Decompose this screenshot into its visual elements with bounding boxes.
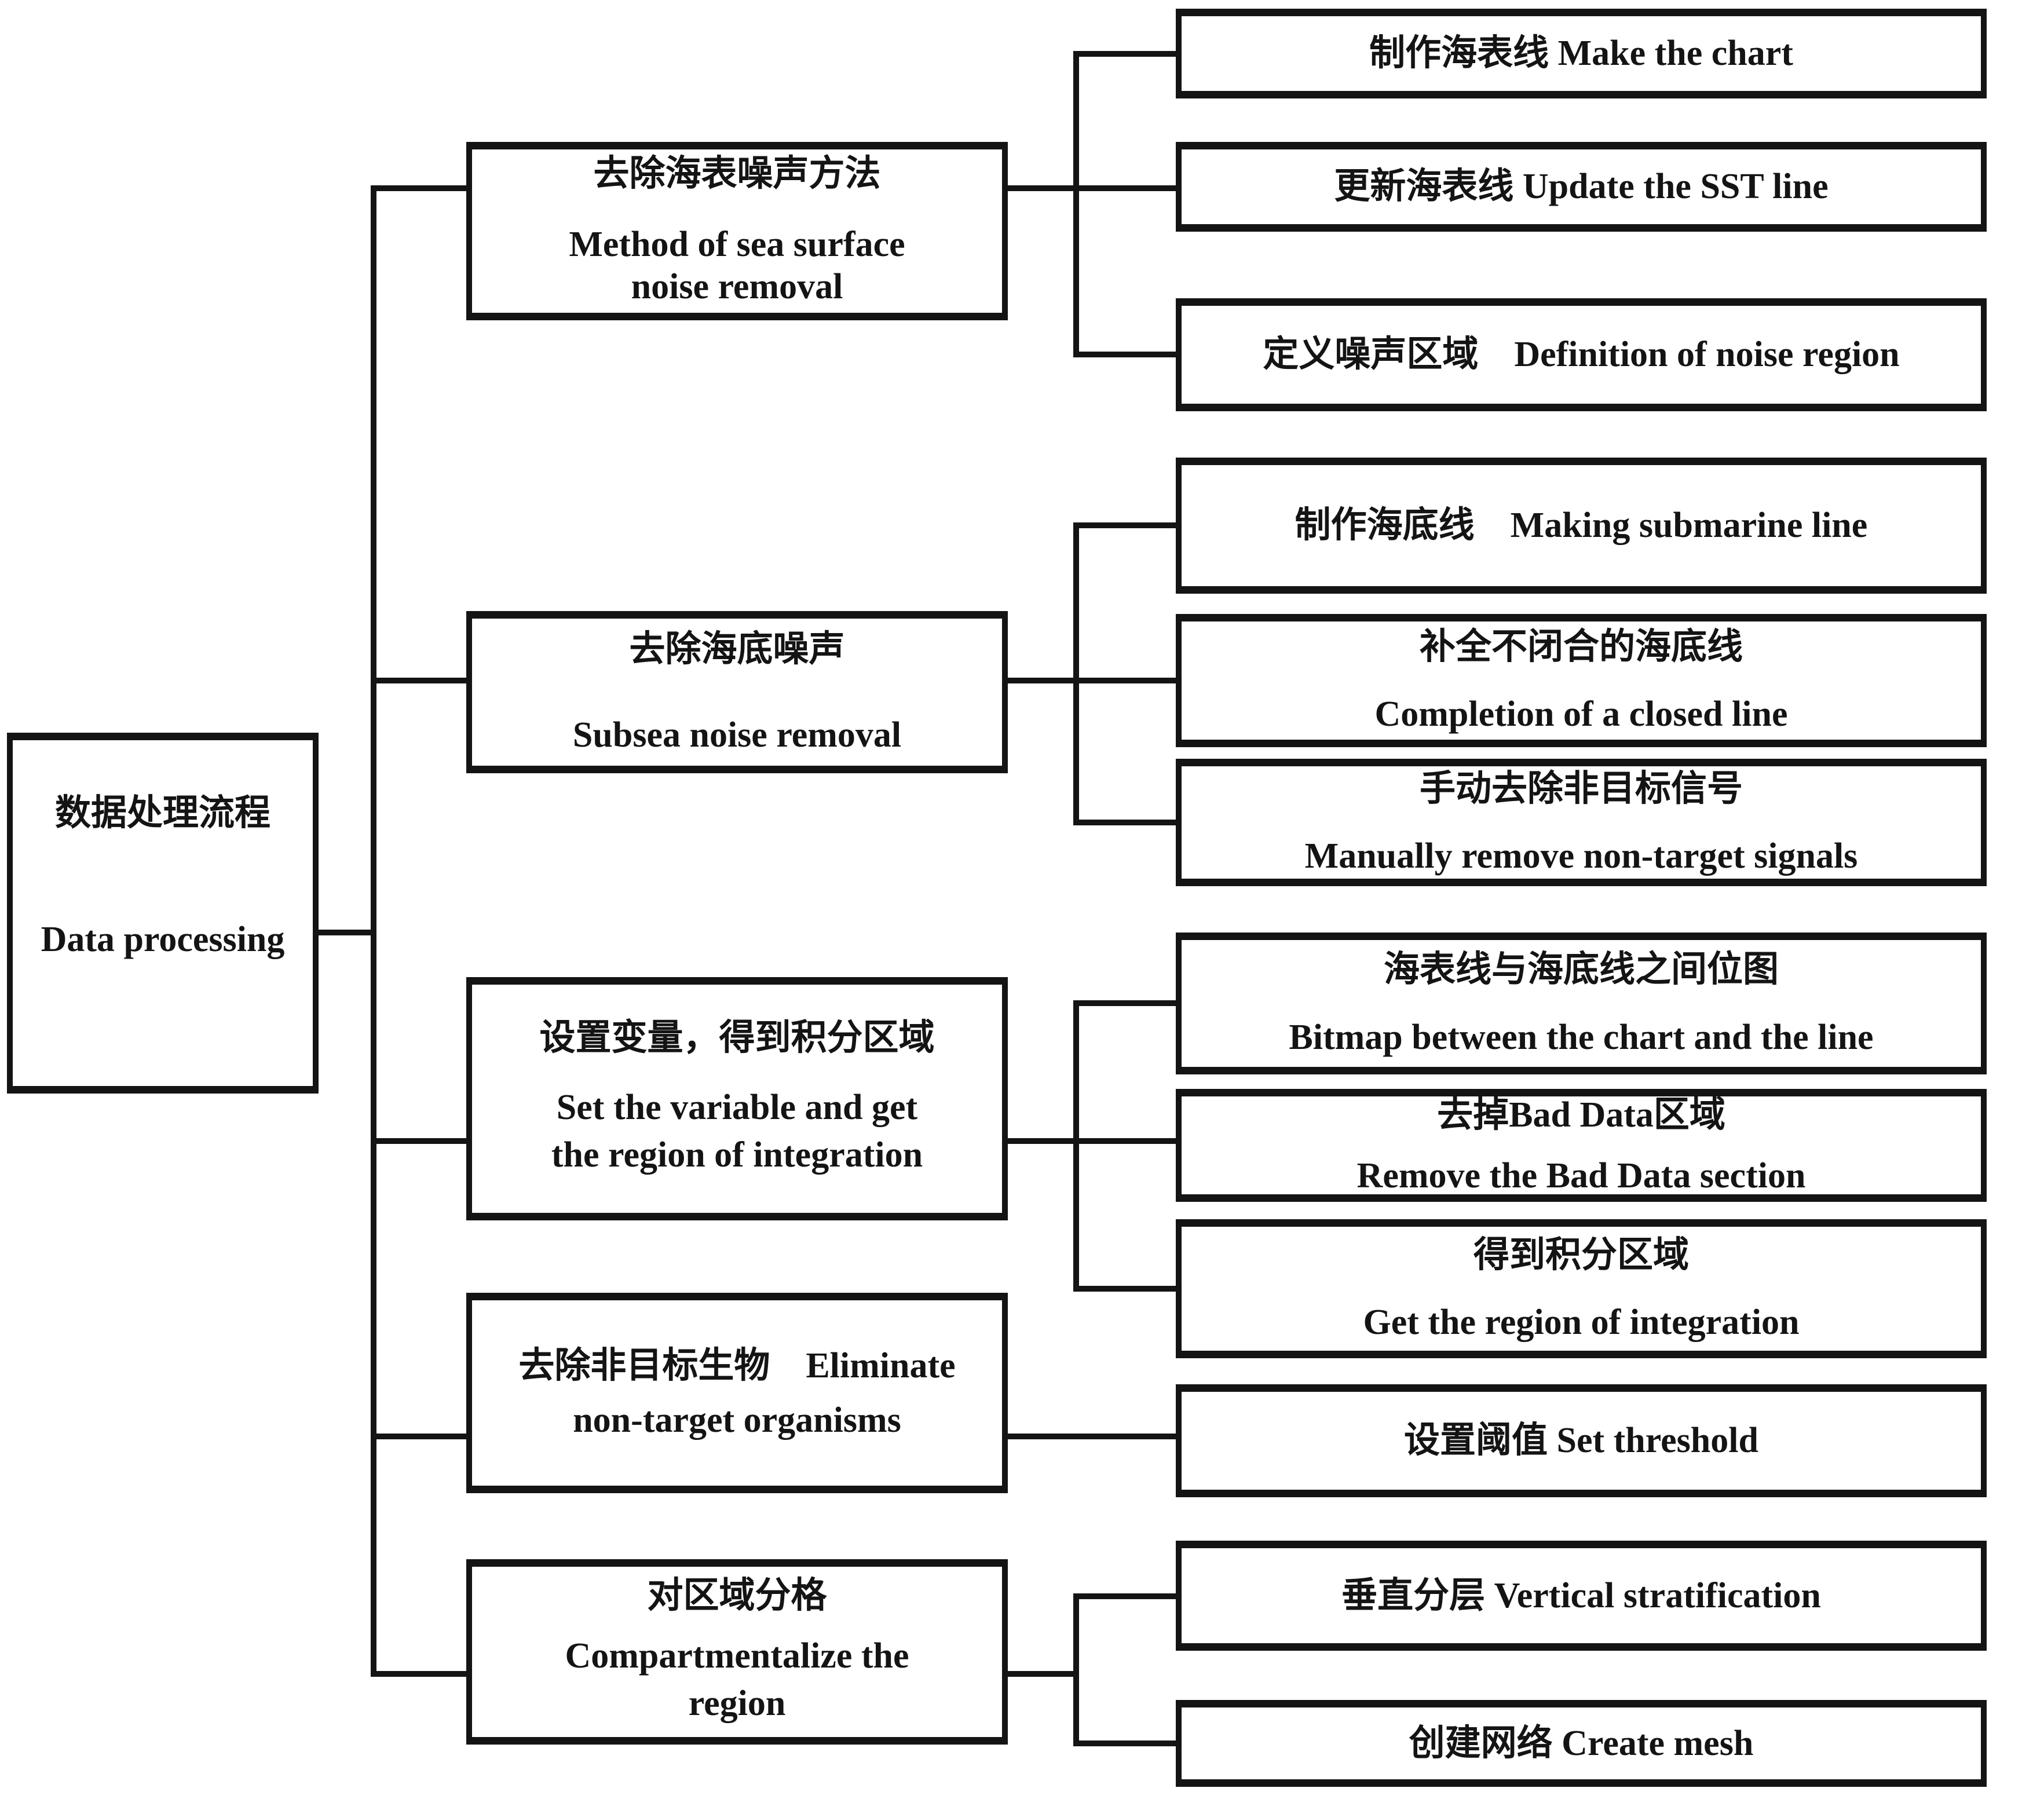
connector-trunk-to-branch-5 — [371, 1671, 469, 1677]
node-text-en: Get the region of integration — [1363, 1303, 1800, 1342]
connector-group-5-to-leaf-11 — [1073, 1593, 1176, 1599]
connector-branch-1-to-leaf-2 — [1005, 185, 1176, 191]
connector-group-3-to-leaf-7 — [1073, 1000, 1176, 1006]
node-text: 设置阈值 Set threshold — [1403, 1421, 1758, 1461]
connector-branch-3-to-leaf-8 — [1005, 1138, 1176, 1144]
node-text: 更新海表线 Update the SST line — [1334, 167, 1829, 207]
connector-group-3-trunk — [1073, 1000, 1079, 1292]
branch-node-set-variable-integration: 设置变量，得到积分区域 Set the variable and get the… — [466, 977, 1008, 1220]
connector-left-trunk — [371, 185, 376, 1677]
node-text-en: Compartmentalize the — [565, 1636, 909, 1676]
node-text-en: the region of integration — [551, 1135, 923, 1175]
node-text-zh: 对区域分格 — [647, 1576, 827, 1616]
node-text-en: noise removal — [631, 267, 843, 307]
node-text-en: Set the variable and get — [556, 1088, 918, 1128]
branch-node-compartmentalize-region: 对区域分格 Compartmentalize the region — [466, 1559, 1008, 1745]
connector-group-3-to-leaf-9 — [1073, 1286, 1176, 1292]
node-text-en: Bitmap between the chart and the line — [1289, 1017, 1874, 1057]
node-text-en: non-target organisms — [573, 1401, 901, 1440]
node-text-zh: 手动去除非目标信号 — [1419, 769, 1743, 809]
node-text: 制作海底线 Making submarine line — [1295, 506, 1868, 546]
connector-branch-2-to-leaf-5 — [1005, 678, 1176, 683]
leaf-node-make-the-chart: 制作海表线 Make the chart — [1176, 9, 1987, 98]
leaf-node-vertical-stratification: 垂直分层 Vertical stratification — [1176, 1541, 1987, 1651]
connector-trunk-to-branch-2 — [371, 678, 469, 683]
connector-group-1-to-leaf-1 — [1073, 51, 1176, 57]
node-text-zh: 设置变量，得到积分区域 — [539, 1018, 935, 1058]
node-text-en: Remove the Bad Data section — [1356, 1156, 1806, 1195]
node-text-en: Subsea noise removal — [572, 715, 902, 755]
node-text: 垂直分层 Vertical stratification — [1341, 1575, 1821, 1615]
leaf-node-making-submarine-line: 制作海底线 Making submarine line — [1176, 458, 1987, 594]
node-text-en-group: Compartmentalize the region — [565, 1633, 909, 1728]
node-text-zh: 补全不闭合的海底线 — [1419, 627, 1743, 667]
leaf-node-set-threshold: 设置阈值 Set threshold — [1176, 1384, 1987, 1497]
node-text-en-group: Method of sea surface noise removal — [569, 224, 905, 308]
node-text-zh: 去除非目标生物 Eliminate — [518, 1345, 956, 1385]
connector-group-5-trunk — [1073, 1593, 1079, 1746]
root-node-data-processing: 数据处理流程 Data processing — [7, 733, 319, 1094]
leaf-node-remove-bad-data-section: 去掉Bad Data区域 Remove the Bad Data section — [1176, 1089, 1987, 1202]
leaf-node-create-mesh: 创建网络 Create mesh — [1176, 1700, 1987, 1787]
connector-branch-5-to-trunk — [1005, 1671, 1079, 1677]
connector-group-2-trunk — [1073, 522, 1079, 825]
connector-root-to-trunk — [319, 930, 376, 935]
leaf-node-bitmap-between-chart-line: 海表线与海底线之间位图 Bitmap between the chart and… — [1176, 933, 1987, 1074]
connector-group-1-to-leaf-3 — [1073, 352, 1176, 357]
node-text: 制作海表线 Make the chart — [1369, 34, 1793, 74]
branch-node-sea-surface-noise-removal: 去除海表噪声方法 Method of sea surface noise rem… — [466, 142, 1008, 320]
connector-trunk-to-branch-1 — [371, 185, 469, 191]
leaf-node-definition-noise-region: 定义噪声区域 Definition of noise region — [1176, 298, 1987, 411]
leaf-node-completion-closed-line: 补全不闭合的海底线 Completion of a closed line — [1176, 614, 1987, 747]
connector-group-2-to-leaf-6 — [1073, 820, 1176, 825]
connector-trunk-to-branch-4 — [371, 1434, 469, 1439]
node-text-zh: 数据处理流程 — [54, 794, 270, 833]
node-text-en: Data processing — [41, 920, 285, 960]
node-text-zh: 海表线与海底线之间位图 — [1383, 950, 1779, 990]
branch-node-eliminate-non-target-organisms: 去除非目标生物 Eliminate non-target organisms — [466, 1293, 1008, 1493]
node-text-zh: 得到积分区域 — [1473, 1235, 1689, 1275]
node-text-zh: 去除海底噪声 — [629, 629, 845, 669]
node-text: 定义噪声区域 Definition of noise region — [1263, 335, 1900, 375]
node-text-en: Method of sea surface — [569, 224, 905, 264]
connector-group-5-to-leaf-12 — [1073, 1741, 1176, 1746]
leaf-node-update-sst-line: 更新海表线 Update the SST line — [1176, 142, 1987, 232]
connector-group-1-trunk — [1073, 51, 1079, 357]
connector-group-2-to-leaf-4 — [1073, 522, 1176, 528]
node-text-en-group: Set the variable and get the region of i… — [551, 1084, 923, 1179]
connector-branch-4-to-leaf-10 — [1005, 1434, 1176, 1439]
node-text-en: Manually remove non-target signals — [1304, 836, 1858, 876]
leaf-node-get-region-integration: 得到积分区域 Get the region of integration — [1176, 1219, 1987, 1358]
node-text: 创建网络 Create mesh — [1409, 1723, 1754, 1763]
node-text-zh: 去掉Bad Data区域 — [1437, 1095, 1725, 1135]
node-text-en: Completion of a closed line — [1374, 694, 1788, 734]
node-text-zh: 去除海表噪声方法 — [593, 153, 881, 193]
node-text-en: region — [688, 1684, 786, 1724]
branch-node-subsea-noise-removal: 去除海底噪声 Subsea noise removal — [466, 611, 1008, 773]
leaf-node-manually-remove-non-target-signals: 手动去除非目标信号 Manually remove non-target sig… — [1176, 759, 1987, 886]
connector-trunk-to-branch-3 — [371, 1138, 469, 1144]
